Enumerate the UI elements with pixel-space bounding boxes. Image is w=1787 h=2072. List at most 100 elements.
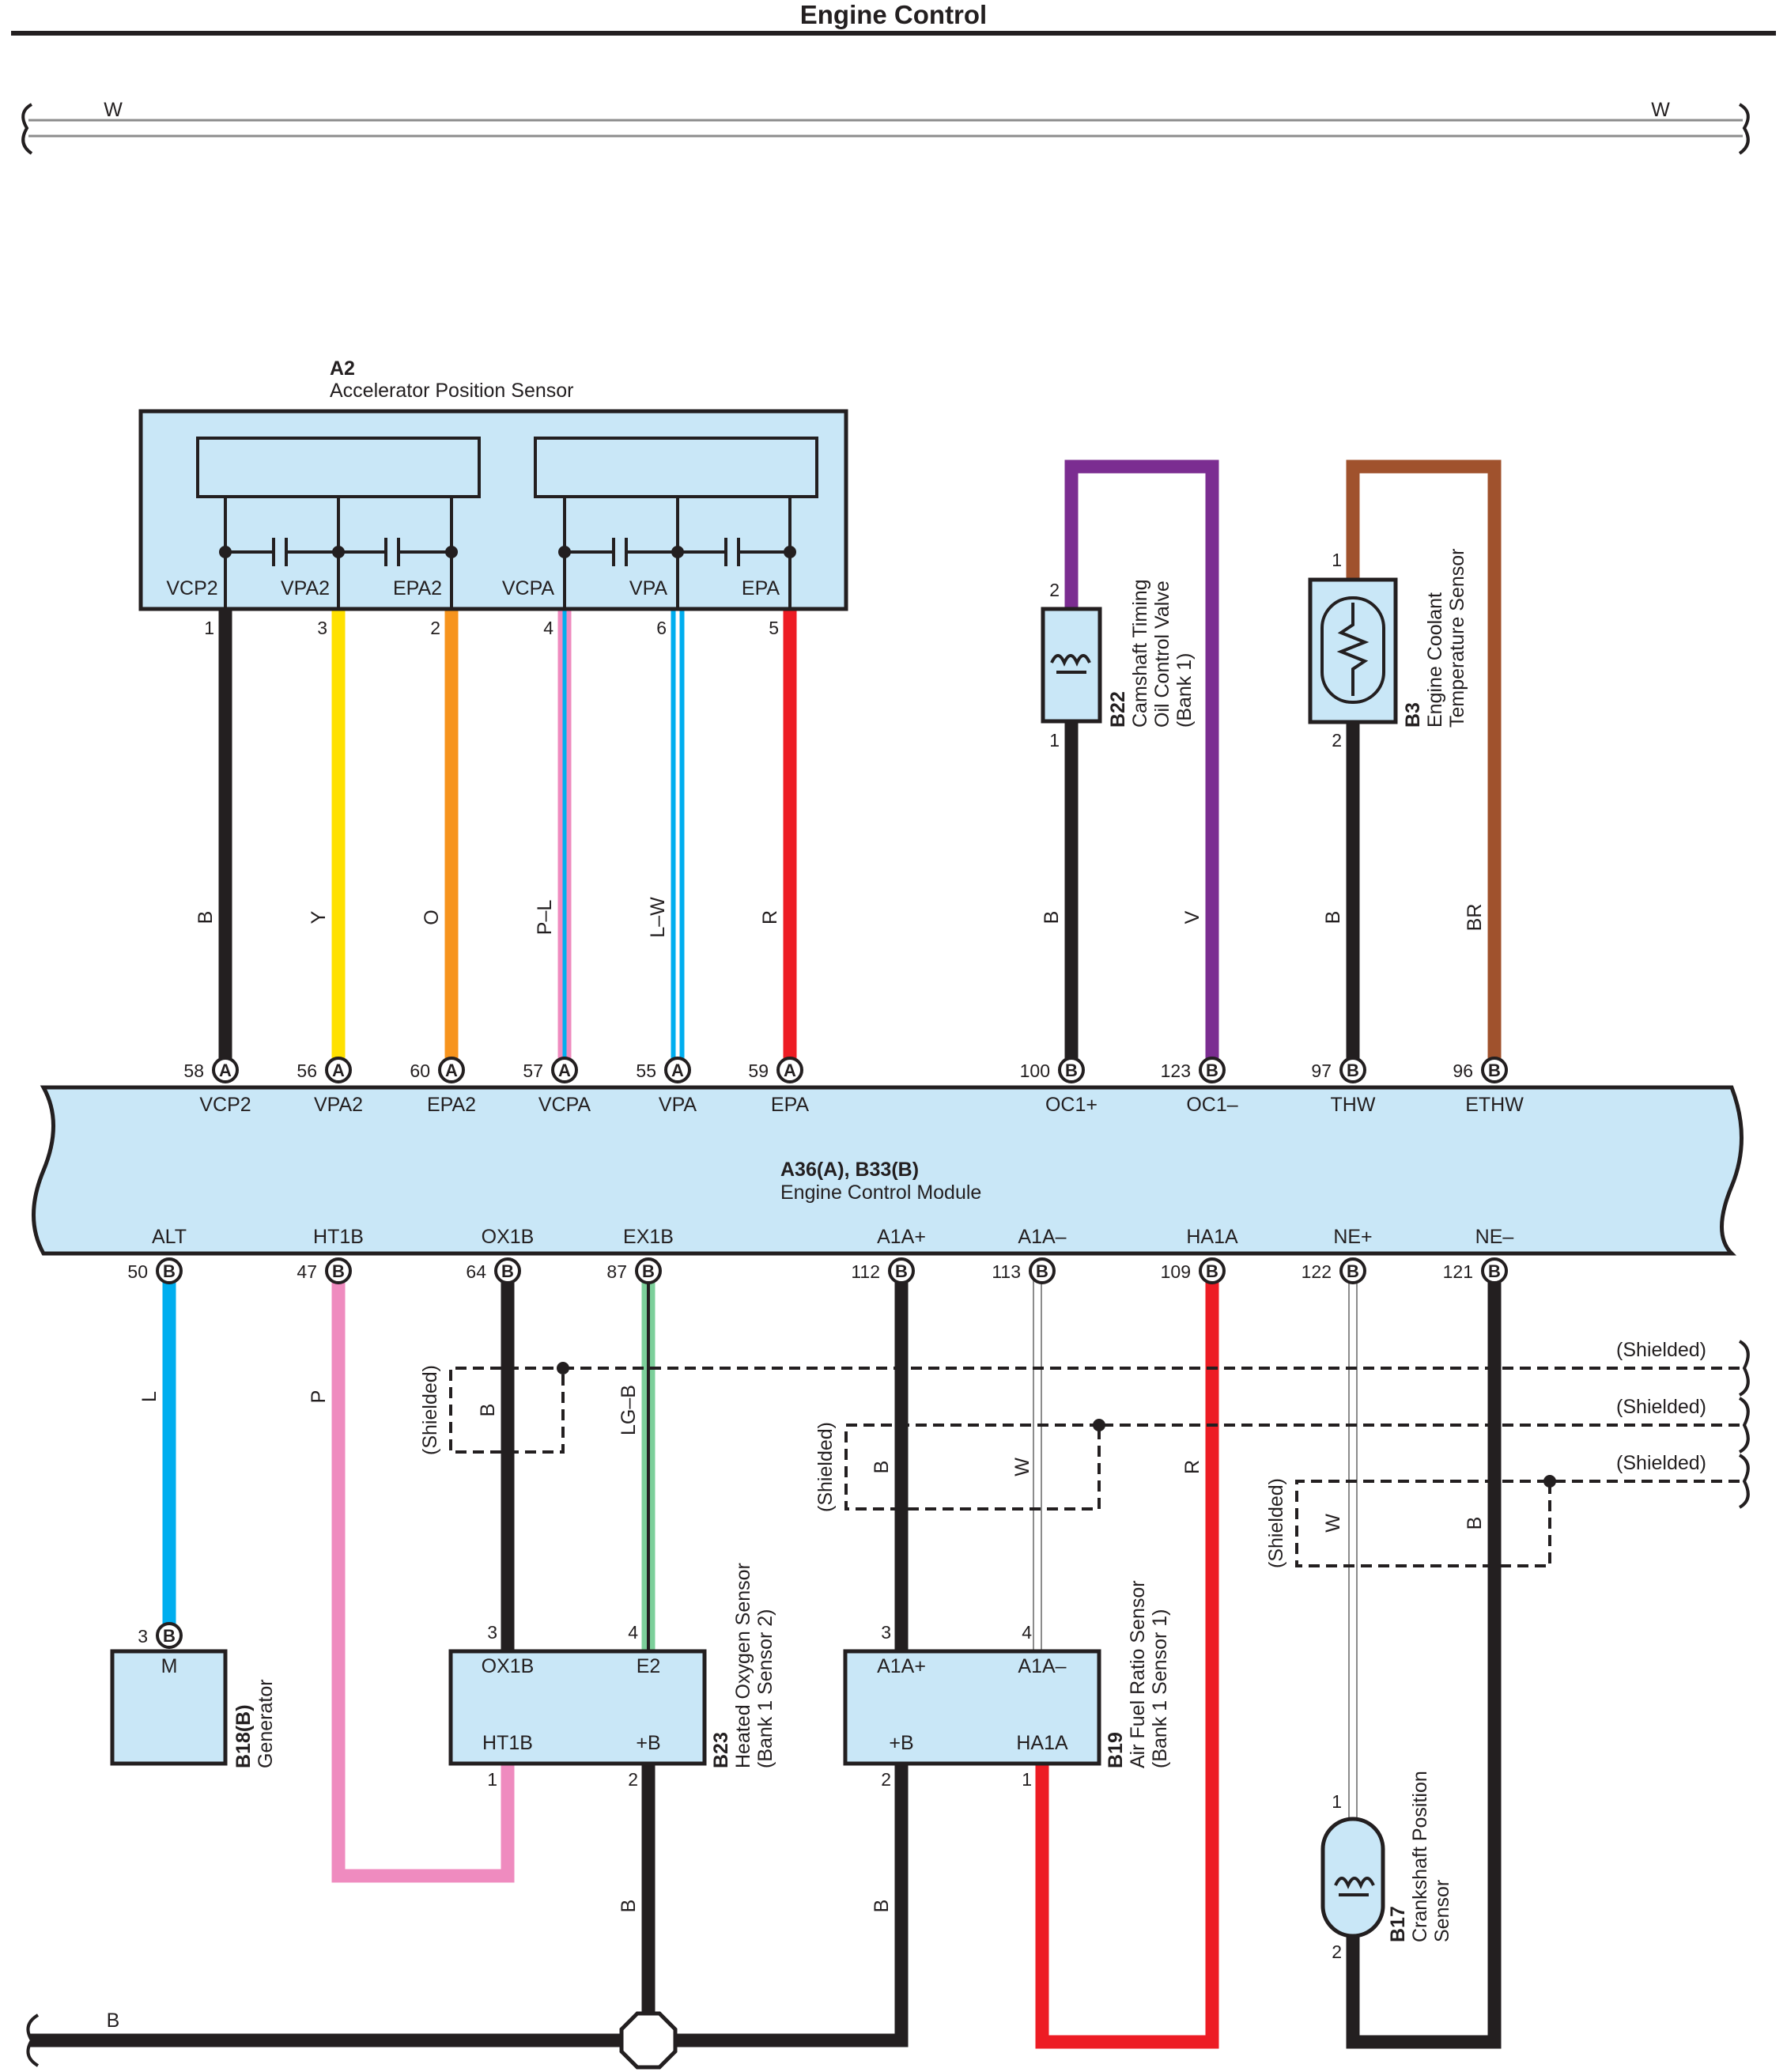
b23-pin-3: 3 (487, 1622, 497, 1643)
b23-term-e2: E2 (637, 1655, 661, 1677)
b17-pin-top: 1 (1332, 1791, 1342, 1812)
b19-pin-4: 4 (1022, 1622, 1032, 1643)
wire-oc1-minus (1064, 459, 1219, 1069)
b3-id: B3 (1402, 702, 1424, 728)
svg-text:57: 57 (523, 1061, 543, 1081)
wire-label-ethw: BR (1464, 904, 1486, 932)
wire-label-oc1-minus: V (1181, 910, 1203, 924)
wire-label-epa: R (759, 910, 781, 924)
wire-ethw (1346, 459, 1502, 1069)
wire-label-a1a-plus: B (871, 1461, 893, 1474)
wire-label-ht1b: P (308, 1390, 330, 1404)
svg-text:B: B (1065, 1061, 1078, 1080)
shield-label-1: (Shielded) (1616, 1339, 1706, 1361)
a2-terminal-vpa: VPA (629, 577, 667, 599)
ecm-pin-58: A58 (183, 1057, 239, 1083)
shield-side-label-2: (Shielded) (814, 1422, 837, 1512)
ecm-pin-97: B97 (1311, 1057, 1366, 1083)
wire-label-vpa: L–W (647, 897, 669, 938)
svg-text:58: 58 (183, 1061, 204, 1081)
ecm-pin-50: B50 (127, 1257, 183, 1284)
engine-control-module: A36(A), B33(B) Engine Control Module VCP… (32, 1085, 1744, 1256)
a2-pin-2: 2 (430, 618, 440, 638)
svg-text:B: B (332, 1261, 345, 1281)
svg-text:64: 64 (466, 1261, 486, 1282)
b3-name-line-2: Temperature Sensor (1446, 548, 1468, 728)
ecm-terminal-a1a-minus: A1A– (1018, 1226, 1066, 1248)
ecm-id: A36(A), B33(B) (780, 1159, 919, 1181)
top-w-wire: W W (21, 99, 1750, 155)
page-title: Engine Control (800, 0, 987, 29)
b19-term-a1a-plus: A1A+ (877, 1655, 926, 1677)
b17-crankshaft-position-sensor: 1 2 B17 Crankshaft Position Sensor (1320, 1771, 1453, 1962)
svg-text:A: A (784, 1061, 796, 1080)
wire-label-ne-plus: W (1322, 1514, 1344, 1533)
b23-heated-oxygen-sensor: OX1B E2 HT1B +B 3 4 1 2 B23 Heated Oxyge… (448, 1563, 776, 1790)
wire-label-ne-minus: B (1464, 1517, 1486, 1530)
wire-ne-minus (1346, 1271, 1502, 2049)
wire-label-ox1b: B (477, 1404, 499, 1417)
b3-name-line-1: Engine Coolant (1424, 592, 1446, 728)
b22-id: B22 (1107, 691, 1129, 728)
ecm-terminal-ne-plus: NE+ (1333, 1226, 1372, 1248)
svg-text:B: B (642, 1261, 655, 1281)
top-wire-color-labels: B Y O P–L L–W R B V B BR (195, 897, 1486, 938)
b18-generator: B 3 M B18(B) Generator (110, 1622, 277, 1768)
a2-terminal-vcp2: VCP2 (166, 577, 217, 599)
svg-text:97: 97 (1311, 1061, 1332, 1081)
a2-pin-4: 4 (543, 618, 553, 638)
b23-name-line-2: (Bank 1 Sensor 2) (754, 1609, 776, 1769)
ecm-pin-87: B 87 (606, 1257, 662, 1284)
a2-pin-5: 5 (769, 618, 779, 638)
b23-term-ht1b: HT1B (482, 1732, 533, 1754)
b19-air-fuel-ratio-sensor: A1A+ A1A– +B HA1A 3 4 2 1 B19 Air Fuel R… (843, 1580, 1171, 1790)
a2-pin-1: 1 (204, 618, 214, 638)
b22-camshaft-oil-control-valve: 2 1 B22 Camshaft Timing Oil Control Valv… (1041, 579, 1196, 751)
ecm-terminal-alt: ALT (152, 1226, 187, 1248)
ecm-terminal-oc1-minus: OC1– (1186, 1094, 1237, 1116)
wire-b19-plus-b (648, 1762, 909, 2047)
wire-label-alt: L (138, 1391, 161, 1402)
b22-pin-bottom: 1 (1049, 730, 1060, 751)
svg-text:87: 87 (606, 1261, 627, 1282)
ecm-terminal-epa2: EPA2 (427, 1094, 476, 1116)
bottom-wire-color-labels: L P B LG–B B W R W B B B B (107, 1385, 1486, 2032)
ecm-terminal-ha1a: HA1A (1186, 1226, 1238, 1248)
ecm-terminal-ht1b: HT1B (313, 1226, 364, 1248)
svg-text:B: B (163, 1261, 176, 1281)
ecm-pin-57: A57 (523, 1057, 578, 1083)
svg-text:56: 56 (297, 1061, 317, 1081)
a2-terminal-vcpa: VCPA (502, 577, 555, 599)
ecm-terminal-epa: EPA (771, 1094, 809, 1116)
a2-id: A2 (330, 357, 355, 380)
svg-text:B: B (895, 1261, 908, 1281)
b22-name-line-1: Camshaft Timing (1129, 579, 1151, 728)
b23-term-plus-b: +B (636, 1732, 660, 1754)
svg-text:B: B (1036, 1261, 1048, 1281)
b22-pin-top: 2 (1049, 580, 1060, 600)
svg-text:47: 47 (297, 1261, 317, 1282)
svg-text:B: B (1206, 1261, 1218, 1281)
b19-id: B19 (1105, 1732, 1127, 1768)
b19-pin-1: 1 (1022, 1769, 1032, 1790)
b22-name-line-3: (Bank 1) (1173, 653, 1196, 728)
b19-pin-2: 2 (881, 1769, 891, 1790)
b17-name-line-1: Crankshaft Position (1409, 1771, 1431, 1942)
b23-id: B23 (710, 1732, 732, 1768)
b23-pin-1: 1 (487, 1769, 497, 1790)
b19-term-a1a-minus: A1A– (1018, 1655, 1066, 1677)
a2-terminal-epa: EPA (742, 577, 780, 599)
b18-name: Generator (255, 1679, 277, 1768)
svg-text:96: 96 (1453, 1061, 1473, 1081)
ecm-pin-56: A56 (297, 1057, 352, 1083)
wire-label-vpa2: Y (308, 910, 330, 924)
b18-pin: 3 (138, 1626, 148, 1647)
b18-id: B18(B) (232, 1704, 255, 1768)
